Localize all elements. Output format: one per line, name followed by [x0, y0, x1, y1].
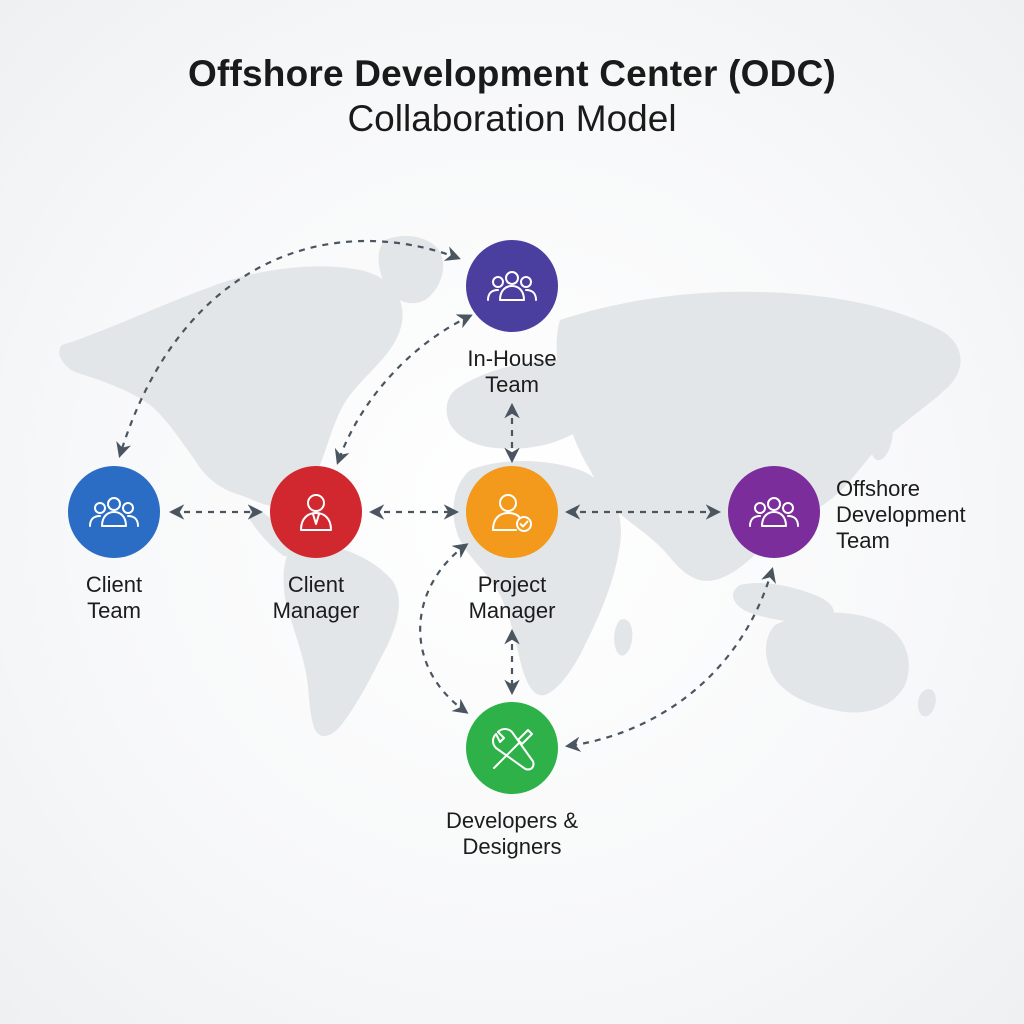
team-icon — [749, 497, 799, 527]
node-in-house-team[interactable] — [466, 240, 558, 332]
label-line: In-House — [467, 346, 557, 371]
map-new-zealand — [917, 688, 936, 717]
label-client-manager: Client Manager — [216, 572, 416, 624]
label-line: Team — [836, 528, 890, 553]
title-line-1: Offshore Development Center (ODC) — [187, 53, 836, 94]
manager-icon — [300, 494, 332, 531]
label-line: Offshore — [836, 476, 920, 501]
label-line: Client — [85, 572, 143, 597]
map-madagascar — [614, 619, 633, 656]
team-icon — [487, 271, 537, 301]
node-client-team[interactable] — [68, 466, 160, 558]
label-line: Client — [287, 572, 345, 597]
tools-icon — [492, 728, 535, 771]
label-line: Team — [87, 598, 141, 623]
label-developers-designers: Developers & Designers — [412, 808, 612, 860]
team-icon — [89, 497, 139, 527]
map-australia — [765, 612, 909, 713]
label-line: Designers — [462, 834, 562, 859]
connector-offshore-developers — [564, 567, 776, 752]
connector-projectmanager-developers-curve — [419, 543, 469, 714]
label-line: Team — [485, 372, 539, 397]
label-line: Development — [836, 502, 966, 527]
diagram-title: Offshore Development Center (ODC) Collab… — [0, 52, 1024, 142]
connectors — [116, 239, 776, 752]
label-offshore-team: Offshore Development Team — [836, 476, 1016, 554]
label-line: Manager — [272, 598, 360, 623]
node-client-manager[interactable] — [270, 466, 362, 558]
node-offshore-team[interactable] — [728, 466, 820, 558]
label-line: Project — [477, 572, 547, 597]
label-line: Manager — [468, 598, 556, 623]
node-circle — [466, 702, 558, 794]
map-japan — [871, 419, 893, 461]
node-circle — [466, 466, 558, 558]
manager-check-icon — [492, 494, 532, 532]
connector-inhouse-clientmanager — [334, 314, 473, 465]
node-developers-designers[interactable] — [466, 702, 558, 794]
label-project-manager: Project Manager — [412, 572, 612, 624]
label-client-team: Client Team — [14, 572, 214, 624]
map-south-america — [283, 544, 399, 737]
label-in-house-team: In-House Team — [412, 346, 612, 398]
label-line: Developers & — [445, 808, 579, 833]
title-line-2: Collaboration Model — [347, 98, 677, 139]
node-project-manager[interactable] — [466, 466, 558, 558]
